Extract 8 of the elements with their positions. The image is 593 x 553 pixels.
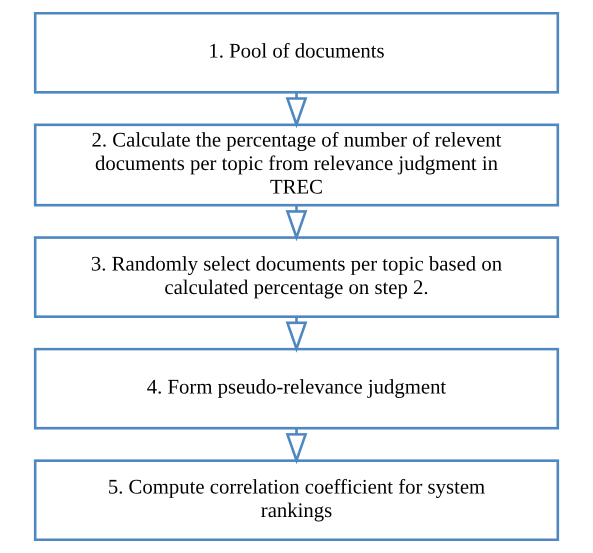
node-box: 4. Form pseudo-relevance judgment (34, 348, 560, 430)
arrow (286, 205, 308, 242)
arrow (286, 317, 308, 353)
arrow (286, 428, 308, 464)
node-box: 5. Compute correlation coefficient for system rankings (34, 459, 560, 542)
node-box: 3. Randomly select documents per topic based on calculated percentage on step 2. (34, 236, 560, 318)
node-box: 2. Calculate the percentage of number of relevent documents per topic from relevance judgment in TREC (34, 123, 560, 206)
node-box: 1. Pool of documents (34, 12, 560, 94)
